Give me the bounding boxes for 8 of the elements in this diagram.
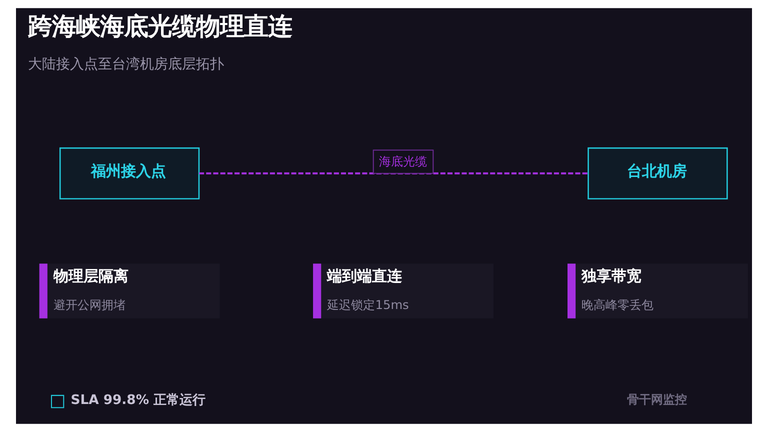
node-box: 福州接入点 (59, 147, 200, 200)
diagram-title: 跨海峡海底光缆物理直连 (28, 12, 292, 41)
label: SLA 99.8% 正常运行 (70, 392, 206, 408)
connector (199, 172, 588, 174)
label: 大陆接入点至台湾机房底层拓扑 (28, 56, 224, 73)
edge-label: 海底光缆 (378, 154, 427, 168)
label: 骨干网监控 (626, 392, 687, 407)
node-box: 台北机房 (588, 147, 728, 200)
